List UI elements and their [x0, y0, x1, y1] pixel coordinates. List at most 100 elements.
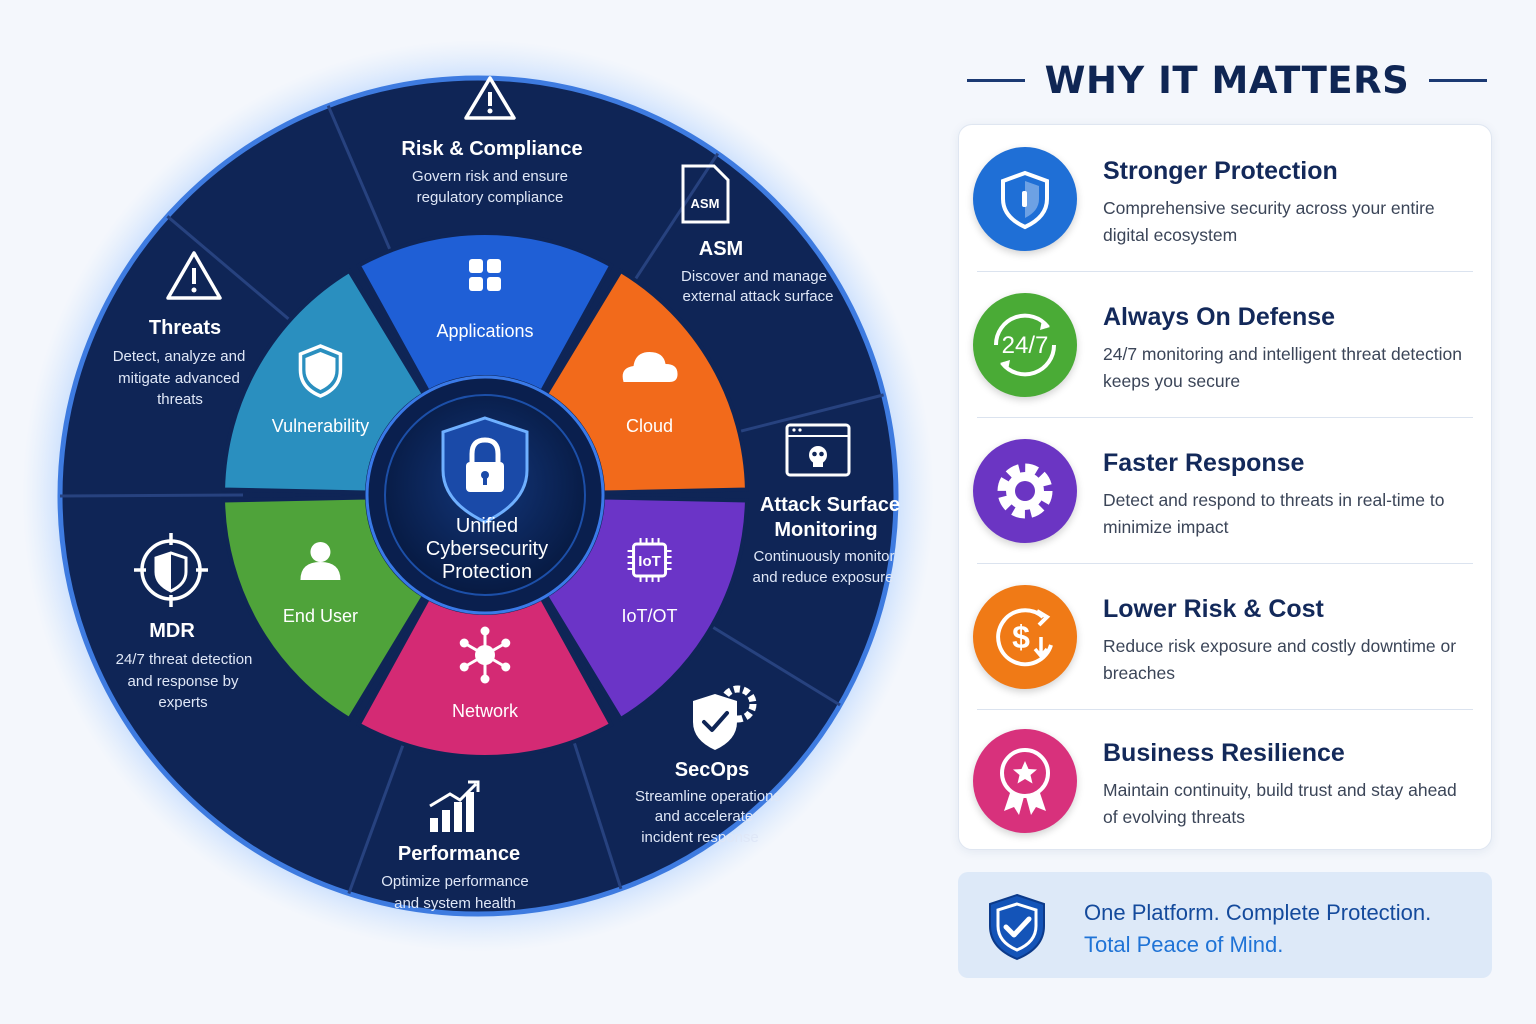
outer-segment-performance[interactable]: Performance Optimize performance and sys…: [381, 780, 529, 912]
inner-segment-label: Applications: [436, 321, 533, 341]
outer-segment-divider: [622, 152, 720, 298]
benefit-lower-risk-cost: $ Lower Risk & Cost Reduce risk exposure…: [973, 565, 1483, 705]
segment-title: Threats: [149, 317, 221, 339]
cloud-icon: [622, 352, 678, 382]
segment-desc-line: Govern risk and ensure: [412, 168, 568, 185]
iot-chip-icon: [627, 538, 672, 582]
benefit-divider: [977, 271, 1473, 272]
segment-desc-line: external attack surface: [683, 288, 834, 305]
benefit-desc: Detect and respond to threats in real-ti…: [1103, 490, 1445, 537]
segment-desc-line: Continuously monitor: [754, 548, 895, 565]
benefit-icon-circle: [973, 147, 1077, 251]
segment-title-line-1: Attack Surface: [760, 494, 900, 516]
clock-24-7-icon: 24/7: [993, 313, 1057, 377]
inner-segment-label: IoT/OT: [622, 606, 678, 626]
outer-segment-divider: [719, 393, 884, 438]
outer-segment-threats[interactable]: Threats Detect, analyze and mitigate adv…: [113, 251, 246, 408]
inner-segment-label: Vulnerability: [272, 416, 369, 436]
inner-segment-label: Network: [452, 701, 519, 721]
center-lock-shield-icon: [441, 416, 529, 524]
outer-segment-secops[interactable]: SecOps Streamline operations and acceler…: [635, 685, 781, 846]
gear-icon: [997, 463, 1053, 519]
benefit-title: Faster Response: [1103, 449, 1305, 477]
award-ribbon-icon: [1000, 748, 1050, 815]
segment-desc-line: experts: [158, 694, 207, 711]
why-it-matters-heading: WHY IT MATTERS: [1044, 58, 1410, 102]
benefit-icon-circle: [973, 439, 1077, 543]
center-title-line-3: Protection: [442, 561, 532, 583]
benefits-card: Stronger Protection Comprehensive securi…: [958, 124, 1492, 850]
benefit-faster-response: Faster Response Detect and respond to th…: [973, 419, 1483, 559]
iot-chip-label: IoT: [638, 553, 661, 570]
dollar-down-icon: $: [996, 608, 1053, 667]
outer-segment-divider: [693, 614, 841, 707]
outer-segment-divider: [347, 724, 412, 895]
benefit-icon-circle: [973, 729, 1077, 833]
warning-triangle-icon: [464, 76, 516, 120]
outer-segment-mdr[interactable]: MDR 24/7 threat detection and response b…: [116, 533, 253, 711]
inner-segment-label: Cloud: [626, 416, 673, 436]
asm-icon-label: ASM: [691, 196, 720, 211]
segment-desc-line: 24/7 threat detection: [116, 651, 253, 668]
shield-check-icon: [989, 893, 1045, 961]
clock-24-7-label: 24/7: [1002, 332, 1049, 359]
user-icon: [300, 542, 341, 580]
benefit-title: Business Resilience: [1103, 739, 1345, 767]
segment-desc-line: and response by: [128, 673, 239, 690]
tagline-line-1: One Platform. Complete Protection.: [1084, 900, 1432, 925]
segment-desc-line: Detect, analyze and: [113, 348, 246, 365]
benefit-icon-circle: 24/7: [973, 293, 1077, 397]
center-title-line-2: Cybersecurity: [426, 538, 548, 560]
benefit-divider: [977, 563, 1473, 564]
browser-skull-icon: [785, 423, 851, 477]
segment-desc-line: incident response: [641, 829, 759, 846]
segment-desc-line: threats: [157, 391, 203, 408]
benefit-desc: Reduce risk exposure and costly downtime…: [1103, 636, 1457, 683]
segment-desc-line: and system health: [394, 895, 516, 912]
bar-chart-icon: [429, 780, 480, 832]
segment-desc-line: regulatory compliance: [417, 189, 564, 206]
apps-grid-icon: [469, 259, 501, 291]
benefit-stronger-protection: Stronger Protection Comprehensive securi…: [973, 127, 1483, 267]
benefit-always-on-defense: 24/7 Always On Defense 24/7 monitoring a…: [973, 273, 1483, 413]
outer-segment-attack-surface-monitoring[interactable]: Attack Surface Monitoring Continuously m…: [753, 423, 901, 586]
benefit-title: Lower Risk & Cost: [1103, 595, 1324, 623]
asm-file-icon: ASM: [681, 164, 730, 224]
segment-desc-line: mitigate advanced: [118, 370, 240, 387]
benefit-title: Always On Defense: [1103, 303, 1336, 331]
shield-icon: [298, 344, 343, 398]
outer-segment-asm[interactable]: ASM ASM Discover and manage external att…: [681, 164, 834, 305]
segment-desc-line: Discover and manage: [681, 268, 827, 285]
benefit-divider: [977, 709, 1473, 710]
outer-segment-risk-compliance[interactable]: Risk & Compliance Govern risk and ensure…: [401, 76, 583, 206]
outer-segment-divider: [566, 721, 623, 890]
warning-triangle-icon: [166, 251, 222, 300]
inner-segment-label: End User: [283, 606, 358, 626]
shield-gear-icon: [693, 685, 757, 750]
why-it-matters-heading-row: WHY IT MATTERS: [966, 52, 1488, 108]
tagline-banner: One Platform. Complete Protection. Total…: [958, 872, 1492, 978]
segment-title: Risk & Compliance: [401, 138, 582, 160]
segment-title: Performance: [398, 843, 520, 865]
segment-title-line-2: Monitoring: [774, 519, 877, 541]
segment-desc-line: Optimize performance: [381, 873, 529, 890]
segment-title: MDR: [149, 620, 195, 642]
benefit-desc: Maintain continuity, build trust and sta…: [1103, 780, 1457, 827]
benefit-business-resilience: Business Resilience Maintain continuity,…: [973, 709, 1483, 849]
segment-desc-line: and accelerate: [655, 808, 753, 825]
benefit-desc: 24/7 monitoring and intelligent threat d…: [1103, 344, 1462, 391]
segment-title: ASM: [699, 238, 743, 260]
benefit-desc: Comprehensive security across your entir…: [1103, 198, 1435, 245]
segment-title: SecOps: [675, 759, 749, 781]
tagline-line-2: Total Peace of Mind.: [1084, 932, 1284, 957]
shield-icon: [1001, 170, 1049, 230]
outer-segment-divider: [59, 493, 244, 498]
benefit-icon-circle: $: [973, 585, 1077, 689]
dollar-sign-glyph: $: [1012, 619, 1030, 655]
heading-line-left: [966, 78, 1025, 82]
segment-desc-line: and reduce exposure: [753, 569, 894, 586]
benefit-divider: [977, 417, 1473, 418]
center-title-line-1: Unified: [456, 515, 518, 537]
heading-line-right: [1429, 78, 1488, 82]
